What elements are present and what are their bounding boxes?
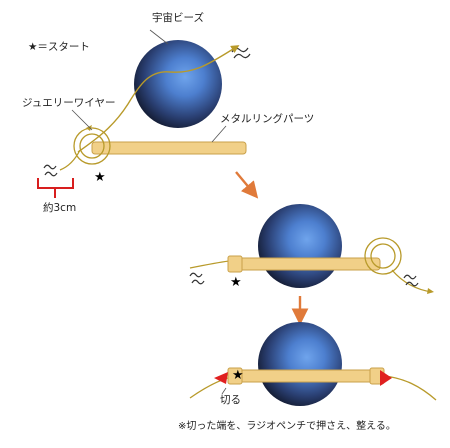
label-star-start: ★＝スタート — [28, 41, 90, 53]
space-bead — [134, 40, 222, 128]
measure-bracket — [37, 178, 74, 189]
step-arrow-1 — [235, 171, 259, 199]
wire-start-squiggle — [43, 164, 57, 170]
step3 — [189, 322, 437, 406]
label-metal-ring-part: メタルリングパーツ — [220, 113, 315, 125]
start-star-icon-step3: ★ — [232, 368, 244, 383]
wire-loop-coil-step2 — [364, 237, 433, 293]
label-space-bead: 宇宙ビーズ — [152, 12, 204, 24]
jewelry-wire-main — [77, 45, 240, 153]
label-note: ※切った端を、ラジオペンチで押さえ、整える。 — [178, 421, 396, 432]
leader-ring — [211, 125, 227, 143]
start-star-icon: ★ — [94, 170, 106, 185]
metal-ring-part-bar — [91, 141, 247, 155]
leader-wire — [71, 109, 93, 131]
space-bead-step3 — [258, 322, 342, 406]
wire-squiggle-right — [403, 274, 417, 280]
label-approx-3cm: 約3cm — [43, 202, 77, 214]
label-jewelry-wire: ジュエリーワイヤー — [22, 97, 116, 109]
cut-mark-left — [214, 372, 228, 384]
wire-squiggle-left — [189, 272, 203, 278]
space-bead-step2 — [258, 204, 342, 288]
bar-step3 — [227, 369, 385, 383]
cut-mark-right — [380, 370, 392, 386]
leader-cut — [221, 387, 227, 395]
leader-bead — [149, 29, 169, 45]
wire-loop-coil — [59, 127, 111, 171]
bar-step2 — [227, 257, 381, 271]
label-cut: 切る — [220, 394, 241, 406]
step1 — [37, 29, 251, 198]
start-star-icon-step2: ★ — [230, 275, 242, 290]
step2 — [189, 204, 434, 294]
